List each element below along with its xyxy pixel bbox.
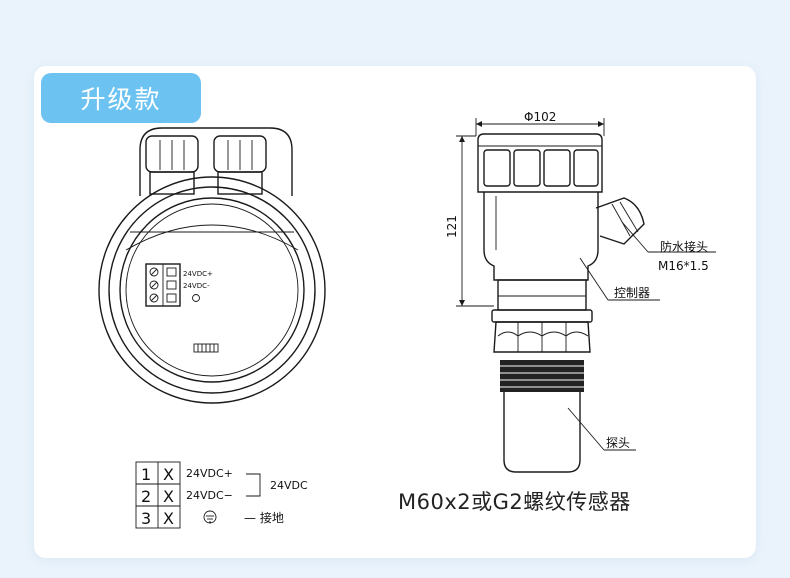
upgrade-badge: 升级款 (41, 73, 201, 123)
height-dimension: 121 (445, 215, 459, 238)
terminal-label-minus: 24VDC- (183, 282, 210, 290)
ground-label: — 接地 (244, 510, 284, 525)
callout-probe: 探头 (606, 436, 630, 450)
cable-gland-right (213, 135, 267, 195)
terminal-block (145, 263, 181, 307)
ground-icon (203, 510, 217, 524)
bracket-label: 24VDC (270, 479, 308, 492)
row3-num: 3 (141, 509, 151, 528)
front-view: 24VDC+ 24VDC- (98, 127, 326, 404)
ground-screw-icon (192, 294, 200, 302)
width-dimension: Φ102 (524, 110, 556, 124)
wiring-table: 1 X 2 X 3 X 24VDC+ 24VDC− 24VDC — 接地 (135, 461, 308, 529)
housing-outer-ring (98, 176, 326, 404)
waterproof-gland (595, 197, 645, 245)
thread-section (500, 360, 584, 392)
row3-mark: X (163, 509, 174, 528)
row1-mark: X (163, 465, 174, 484)
content-card (34, 66, 756, 558)
cable-gland-left (145, 135, 199, 195)
side-view: Φ102 121 (445, 110, 716, 473)
row2-mark: X (163, 487, 174, 506)
row1-label: 24VDC+ (186, 467, 233, 480)
row2-label: 24VDC− (186, 489, 233, 502)
row1-num: 1 (141, 465, 151, 484)
product-title: M60x2或G2螺纹传感器 (398, 490, 631, 514)
callout-controller: 控制器 (614, 286, 650, 300)
row2-num: 2 (141, 487, 151, 506)
terminal-label-plus: 24VDC+ (183, 270, 213, 278)
callout-waterproof: 防水接头 (660, 239, 708, 254)
callout-thread-spec: M16*1.5 (658, 259, 709, 273)
